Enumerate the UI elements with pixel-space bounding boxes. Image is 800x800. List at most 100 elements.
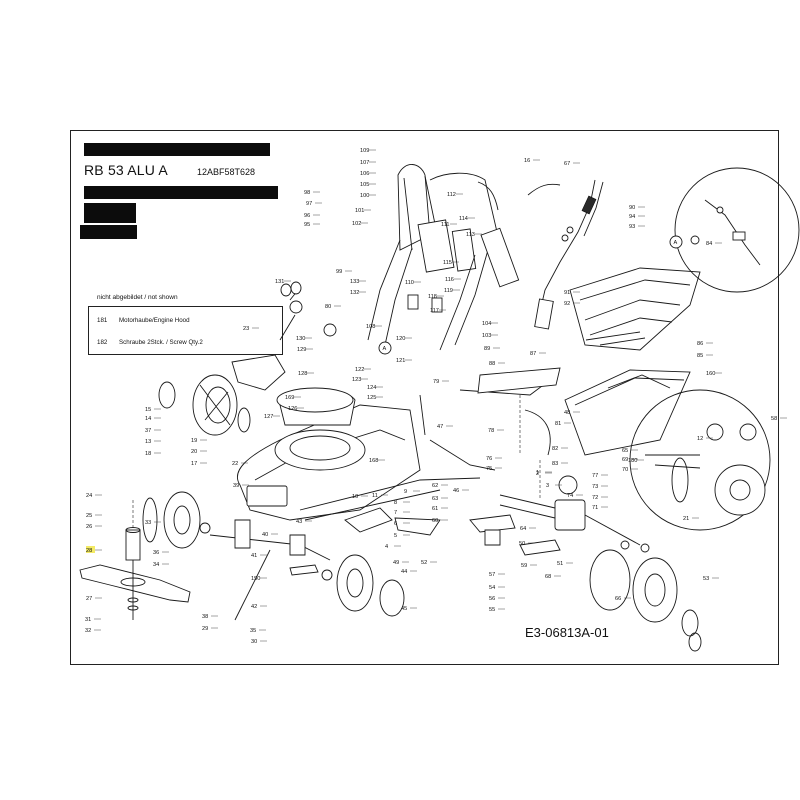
part-number-label: 117: [430, 308, 439, 314]
part-number-label: 98: [304, 190, 310, 196]
part-number-label: 68: [545, 574, 551, 580]
part-number-label: 51: [557, 561, 563, 567]
part-number-label: 118: [428, 294, 437, 300]
part-number-label: 131: [275, 279, 284, 285]
part-number-label: 121: [396, 358, 405, 364]
part-number-label: 32: [85, 628, 91, 634]
part-number-label: 105: [360, 182, 369, 188]
part-number-label: 113: [466, 232, 475, 238]
grass-catcher: [564, 267, 701, 456]
part-number-label: 72: [592, 495, 598, 501]
part-number-label: 84: [706, 241, 712, 247]
part-number-label: 102: [352, 221, 361, 227]
part-number-label: 128: [298, 371, 307, 377]
part-number-label: 13: [145, 439, 151, 445]
part-number-label: 29: [202, 626, 208, 632]
part-number-label: 101: [355, 208, 364, 214]
drawing-frame: [70, 130, 779, 665]
part-number-label: 61: [432, 506, 438, 512]
part-number-label: 106: [360, 171, 369, 177]
part-number-label: 150: [251, 576, 260, 582]
part-number-label: 58: [771, 416, 777, 422]
part-number-label: 78: [488, 428, 494, 434]
part-number-label: 54: [489, 585, 495, 591]
part-number-label: 3: [546, 483, 549, 489]
part-number-label: 111: [441, 222, 450, 228]
part-number-label: 91: [564, 290, 570, 296]
rear-wheel-right: [589, 549, 702, 652]
part-number-label: 11: [372, 493, 378, 499]
deflector-bracket: [231, 281, 337, 391]
part-number-label: 1: [536, 470, 539, 476]
part-number-label: 99: [336, 269, 342, 275]
part-number-label: 77: [592, 473, 598, 479]
detail-view-wheel: [629, 389, 771, 531]
part-number-label: 70: [622, 467, 628, 473]
part-number-label: 85: [697, 353, 703, 359]
part-number-label: 115: [443, 260, 452, 266]
part-number-label: 18: [145, 451, 151, 457]
part-number-label: 133: [350, 279, 359, 285]
part-number-label: 132: [350, 290, 359, 296]
part-number-label: 71: [592, 505, 598, 511]
part-number-label: 42: [251, 604, 257, 610]
part-number-label: 130: [296, 336, 305, 342]
part-number-label: 124: [367, 385, 376, 391]
part-number-label: 27: [86, 596, 92, 602]
part-number-label: 116: [445, 277, 454, 283]
part-number-label: 2: [536, 471, 539, 477]
part-number-label: 25: [86, 513, 92, 519]
plates-and-brackets: [289, 507, 561, 576]
part-number-label: 17: [191, 461, 197, 467]
part-number-label: 20: [191, 449, 197, 455]
part-number-label: 82: [552, 446, 558, 452]
part-number-label: 48: [564, 410, 570, 416]
part-number-label: 36: [153, 550, 159, 556]
part-number-label: 38: [202, 614, 208, 620]
part-number-label: 28: [86, 548, 92, 554]
part-number-label: 49: [393, 560, 399, 566]
part-number-label: 95: [304, 222, 310, 228]
part-number-label: 109: [360, 148, 369, 154]
part-number-label: 4: [385, 544, 388, 550]
part-number-label: 81: [555, 421, 561, 427]
part-number-label: 114: [459, 216, 468, 222]
redaction-bar: [80, 225, 137, 239]
part-number-label: 44: [401, 569, 407, 575]
highlight-marker: [86, 546, 95, 553]
part-number-label: 87: [530, 351, 536, 357]
part-number-label: 33: [145, 520, 151, 526]
part-number-label: 64: [520, 526, 526, 532]
part-number-label: 63: [432, 496, 438, 502]
part-number-label: 26: [86, 524, 92, 530]
part-number-label: 103: [482, 333, 491, 339]
part-number-label: 41: [251, 553, 257, 559]
svg-text:A: A: [674, 240, 678, 246]
part-number-label: 180: [628, 458, 637, 464]
part-number-label: 52: [421, 560, 427, 566]
rear-wheel-left: [158, 374, 251, 436]
cable-assembly: [527, 179, 604, 330]
part-number-label: 89: [484, 346, 490, 352]
part-number-label: 79: [433, 379, 439, 385]
front-wheel-right: [321, 554, 405, 617]
part-number-label: 46: [453, 488, 459, 494]
redaction-bar: [84, 186, 278, 199]
part-number-label: 60: [432, 518, 438, 524]
part-number-label: 129: [297, 347, 306, 353]
part-number-label: 24: [86, 493, 92, 499]
part-number-label: 108: [366, 324, 375, 330]
legend-row-text: Schraube 2Stck. / Screw Qty.2: [119, 339, 203, 346]
redaction-bar: [84, 143, 270, 156]
legend-row-number: 182: [97, 339, 108, 346]
redaction-bar: [84, 203, 136, 223]
part-number-label: 90: [629, 205, 635, 211]
part-number-label: 34: [153, 562, 159, 568]
legend-row-text: Motorhaube/Engine Hood: [119, 317, 190, 324]
handle-assembly: [367, 164, 520, 351]
part-number-label: 65: [622, 448, 628, 454]
part-number-label: 83: [552, 461, 558, 467]
part-number-label: 104: [482, 321, 491, 327]
part-number-label: 50: [519, 541, 525, 547]
part-number-label: 112: [447, 192, 456, 198]
